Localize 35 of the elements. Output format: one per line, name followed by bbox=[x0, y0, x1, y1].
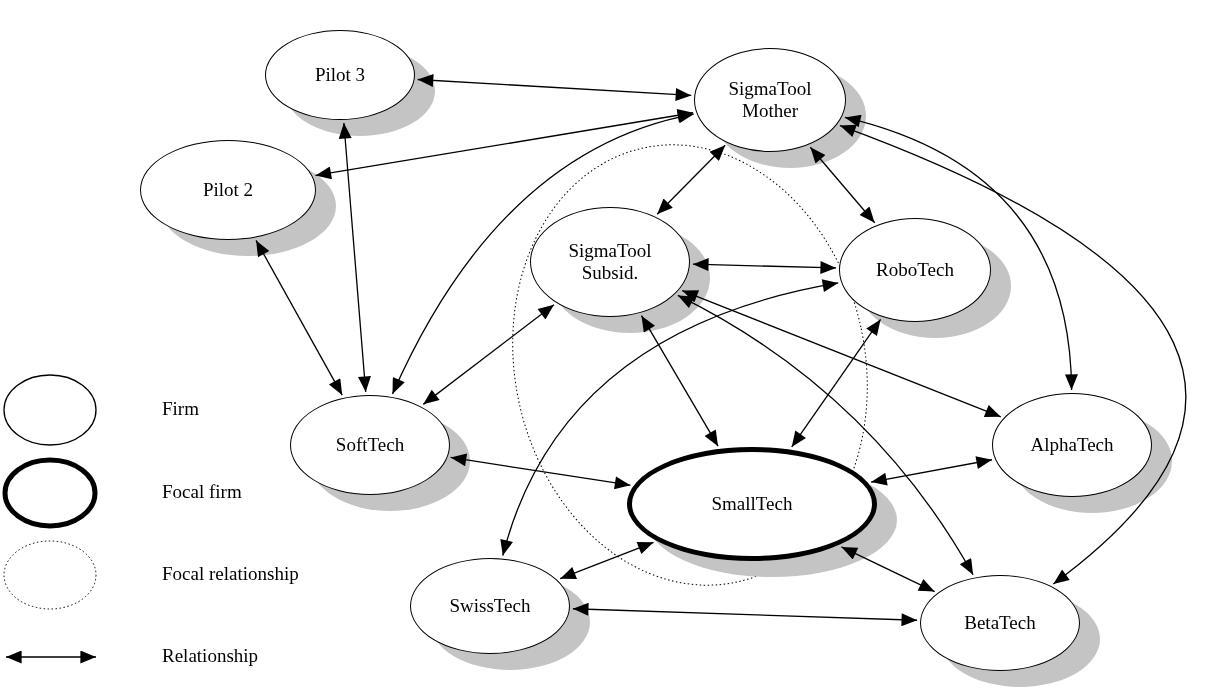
relationship-arrow bbox=[422, 304, 555, 405]
firm-name: SwissTech bbox=[449, 595, 531, 617]
relationship-arrow bbox=[255, 239, 343, 396]
relationship-arrow bbox=[681, 289, 1002, 418]
relationship-arrow bbox=[450, 453, 632, 490]
firm-name: AlphaTech bbox=[1030, 434, 1114, 456]
relationship-arrow bbox=[839, 124, 1186, 585]
relationship-arrow bbox=[840, 546, 936, 593]
firm-name: Pilot 3 bbox=[314, 64, 366, 86]
relationship-arrow bbox=[656, 144, 726, 215]
legend-label: Focal firm bbox=[162, 481, 242, 503]
relationship-arrow bbox=[501, 279, 839, 557]
relationship-arrow bbox=[844, 115, 1078, 391]
relationship-arrow bbox=[870, 456, 993, 486]
relationship-arrow bbox=[791, 318, 882, 448]
relationship-arrow bbox=[559, 541, 655, 580]
firm-name: SigmaTool Subsid. bbox=[567, 240, 653, 284]
relationship-arrow bbox=[692, 258, 837, 274]
legend-label: Relationship bbox=[162, 645, 259, 667]
relationship-arrow bbox=[809, 146, 876, 224]
relationship-arrow bbox=[338, 122, 371, 393]
firm-name: RoboTech bbox=[876, 259, 954, 281]
firm-name: Pilot 2 bbox=[202, 179, 254, 201]
firm-name: SoftTech bbox=[335, 434, 405, 456]
relationship-arrow bbox=[640, 315, 719, 447]
relationship-arrow bbox=[417, 73, 692, 101]
relationship-arrow bbox=[677, 294, 974, 576]
firm-name: SigmaTool Mother bbox=[727, 78, 813, 122]
relationship-arrow bbox=[572, 602, 918, 627]
firm-name: BetaTech bbox=[964, 612, 1036, 634]
firm-name: SmallTech bbox=[711, 493, 793, 515]
legend-label: Focal relationship bbox=[162, 563, 299, 585]
legend-label: Firm bbox=[162, 398, 199, 420]
relationship-arrow bbox=[314, 108, 694, 180]
relationship-arrow bbox=[391, 111, 695, 395]
